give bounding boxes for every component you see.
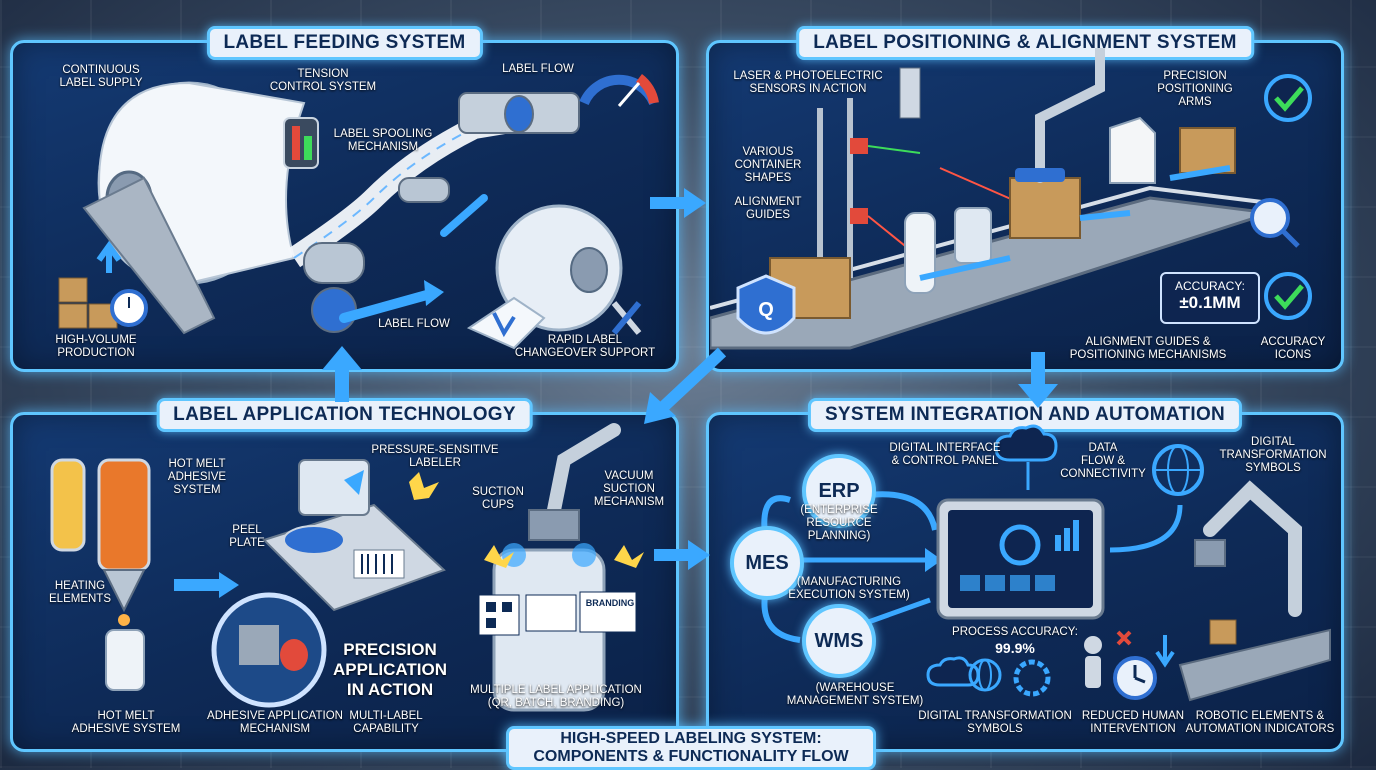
label-guides: ALIGNMENT GUIDES: [734, 196, 802, 221]
arrow-application-to-feeding: [322, 346, 362, 402]
robotic-arm: [1203, 480, 1302, 617]
jar-container: [954, 207, 992, 264]
label-flow-bottom: LABEL FLOW: [378, 318, 450, 330]
qr-code-label: [478, 594, 520, 636]
label-peel-plate: PEEL PLATE: [229, 524, 265, 549]
adhesive-tank: [50, 458, 86, 552]
check-badge-bottom: [1264, 272, 1312, 320]
label-application-illustration: [50, 423, 644, 712]
label-heating: HEATING ELEMENTS: [49, 580, 111, 605]
label-arms: PRECISION POSITIONING ARMS: [1157, 70, 1233, 108]
label-pressure-sensitive: PRESSURE-SENSITIVE LABELER: [371, 444, 499, 469]
carton-container: [1109, 116, 1156, 184]
panel-title-feeding: LABEL FEEDING SYSTEM: [206, 26, 483, 60]
label-reduced-human: REDUCED HUMAN INTERVENTION: [1081, 710, 1185, 735]
mes-node: MES: [730, 526, 804, 600]
bottle-container: [904, 212, 936, 294]
person-icon: [1084, 636, 1102, 654]
wms-node: WMS: [802, 604, 876, 678]
arrow-feeding-to-positioning: [650, 188, 706, 218]
positioning-arm: [1035, 48, 1105, 183]
label-flow-arrow: [339, 288, 439, 323]
production-boxes: [58, 277, 118, 329]
erp-node: ERP: [802, 454, 876, 528]
vacuum-arm: [547, 423, 621, 517]
accuracy-title: ACCURACY:: [1174, 279, 1245, 293]
magnifier-icon: [1250, 198, 1290, 238]
speed-gauge-icon: [579, 73, 659, 107]
arrow-application-to-integration: [654, 540, 710, 570]
footer-line-1: HIGH-SPEED LABELING SYSTEM:: [560, 730, 822, 747]
diagram-footer-title: HIGH-SPEED LABELING SYSTEM: COMPONENTS &…: [506, 726, 876, 770]
accuracy-value: ±0.1MM: [1179, 293, 1241, 312]
label-hot-melt-bottom: HOT MELT ADHESIVE SYSTEM: [71, 710, 181, 735]
label-tension-control: TENSION CONTROL SYSTEM: [269, 68, 377, 93]
label-containers: VARIOUS CONTAINER SHAPES: [734, 146, 802, 184]
cross-icon: [1116, 630, 1132, 646]
label-high-volume: HIGH-VOLUME PRODUCTION: [55, 334, 137, 359]
vacuum-head: [528, 509, 580, 541]
branding-tag-text: BRANDING: [585, 598, 635, 608]
up-arrow-icon: [96, 240, 122, 273]
label-process-accuracy: PROCESS ACCURACY:: [952, 626, 1078, 638]
down-arrow-icon: [1155, 635, 1175, 668]
spare-label-roll: [466, 204, 623, 350]
roll-stand: [82, 176, 216, 335]
label-digital-symbols-bottom: DIGITAL TRANSFORMATION SYMBOLS: [918, 710, 1072, 735]
label-accuracy-icons: ACCURACY ICONS: [1260, 336, 1326, 361]
mes-label: MES: [745, 551, 789, 574]
label-mes-desc: (MANUFACTURING EXECUTION SYSTEM): [788, 576, 910, 601]
cloud-icon: [994, 424, 1058, 462]
label-spooling: LABEL SPOOLING MECHANISM: [333, 128, 433, 153]
label-robotic: ROBOTIC ELEMENTS & AUTOMATION INDICATORS: [1185, 710, 1335, 735]
label-digital-symbols-top: DIGITAL TRANSFORMATION SYMBOLS: [1219, 436, 1327, 474]
dispense-nozzle: [102, 569, 146, 613]
label-sensors: LASER & PHOTOELECTRIC SENSORS IN ACTION: [733, 70, 883, 95]
label-wms-desc: (WAREHOUSE MANAGEMENT SYSTEM): [786, 682, 924, 707]
label-erp-desc: (ENTERPRISE RESOURCE PLANNING): [800, 504, 878, 542]
label-multi-label: MULTI-LABEL CAPABILITY: [349, 710, 423, 735]
arrow-positioning-to-application: [644, 347, 727, 424]
labeler-head: [298, 459, 370, 516]
label-positioning-illustration: Q: [710, 48, 1312, 350]
label-adhesive-mechanism: ADHESIVE APPLICATION MECHANISM: [207, 710, 343, 735]
label-suction-cups: SUCTION CUPS: [472, 486, 524, 511]
label-changeover: RAPID LABEL CHANGEOVER SUPPORT: [514, 334, 656, 359]
impact-spark: [409, 472, 439, 500]
label-data-flow: DATA FLOW & CONNECTIVITY: [1060, 442, 1146, 480]
gear-icon: [1013, 659, 1051, 697]
check-badge-top: [1264, 74, 1312, 122]
shield-quality-icon: [736, 274, 796, 335]
label-digital-interface: DIGITAL INTERFACE & CONTROL PANEL: [889, 442, 1001, 467]
process-accuracy-value: 99.9%: [995, 640, 1035, 656]
batch-label: [525, 594, 577, 632]
label-multiple-application: MULTIPLE LABEL APPLICATION (QR, BATCH, B…: [470, 684, 642, 709]
label-guides-mechanisms: ALIGNMENT GUIDES & POSITIONING MECHANISM…: [1069, 336, 1227, 361]
tension-control-unit: [283, 117, 319, 169]
label-hot-melt: HOT MELT ADHESIVE SYSTEM: [167, 458, 227, 496]
photoelectric-sensor: [850, 138, 868, 154]
wms-label: WMS: [814, 629, 864, 652]
label-feeding-illustration: [58, 73, 659, 350]
erp-label: ERP: [818, 479, 860, 502]
flow-arrows: [919, 165, 1231, 281]
wrench-icon: [611, 301, 642, 335]
arrow-positioning-to-integration: [1018, 352, 1058, 408]
accuracy-readout: ACCURACY: ±0.1MM: [1160, 272, 1260, 324]
label-vacuum: VACUUM SUCTION MECHANISM: [593, 470, 665, 508]
branding-label: [579, 591, 637, 633]
rollers: [303, 92, 580, 333]
laser-beam: [867, 145, 921, 154]
top-sensor: [899, 67, 921, 119]
svg-text:Q: Q: [758, 299, 774, 321]
data-connections: [800, 557, 931, 628]
integration-illustration: [761, 424, 1331, 702]
mini-conveyor: [1178, 628, 1331, 702]
panel-title-positioning: LABEL POSITIONING & ALIGNMENT SYSTEM: [796, 26, 1254, 60]
label-precision: PRECISION APPLICATION IN ACTION: [333, 640, 447, 699]
label-continuous-supply: CONTINUOUS LABEL SUPPLY: [59, 64, 143, 89]
sample-jar: [105, 629, 145, 691]
label-flow-top: LABEL FLOW: [502, 63, 574, 75]
footer-line-2: COMPONENTS & FUNCTIONALITY FLOW: [533, 748, 849, 765]
